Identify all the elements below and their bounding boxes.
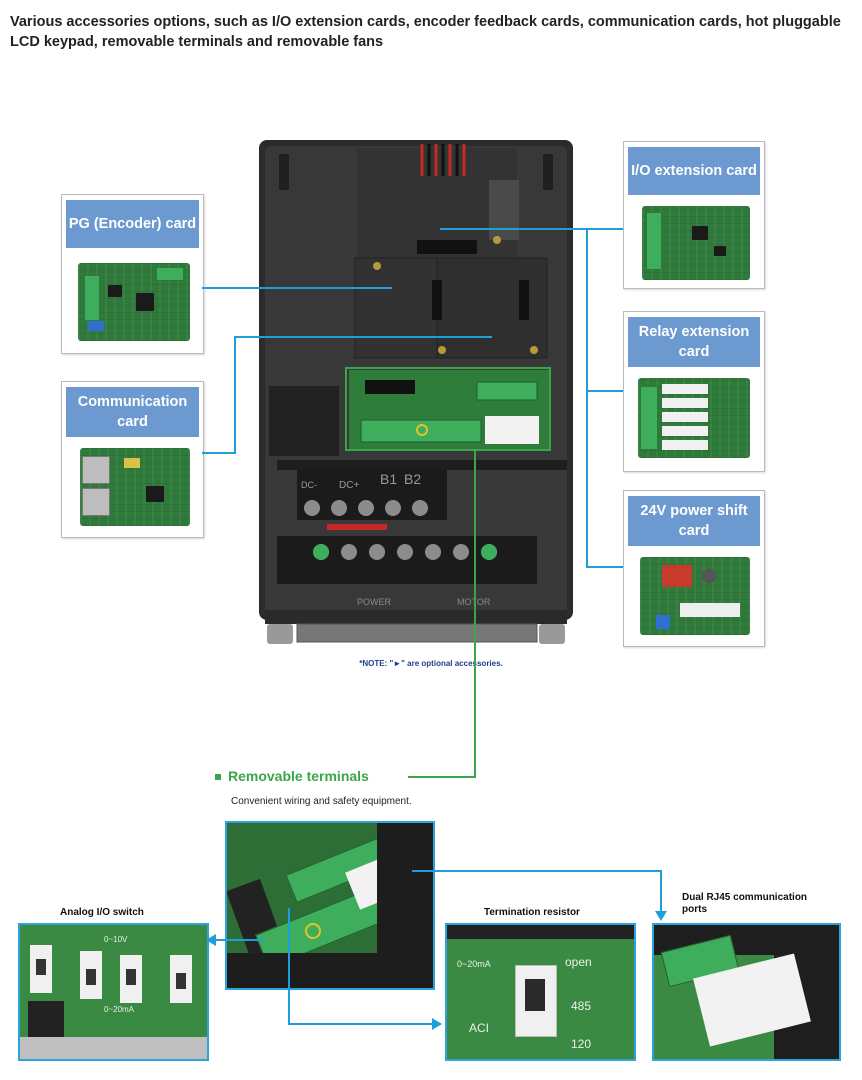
power-shift-board-image — [640, 557, 750, 635]
switch-label-120: 120 — [571, 1037, 592, 1051]
dual-rj45-photo — [652, 923, 841, 1061]
leader-line-resistor-v — [288, 908, 290, 1025]
analog-io-switch-label: Analog I/O switch — [60, 907, 144, 918]
switch-label-20ma: 0~20mA — [104, 1005, 135, 1014]
leader-line-rj45-v — [660, 870, 662, 914]
relay-extension-board-image — [638, 378, 750, 458]
removable-terminals-description: Convenient wiring and safety equipment. — [231, 796, 412, 807]
label-power: POWER — [357, 597, 392, 607]
io-extension-card: I/O extension card — [623, 141, 765, 289]
leader-line-power — [586, 566, 623, 568]
arrow-down-icon — [655, 911, 667, 921]
label-b2: B2 — [404, 471, 422, 487]
communication-card-title: Communication card — [66, 387, 199, 437]
removable-terminals-title-text: Removable terminals — [228, 768, 369, 784]
leader-line-io — [440, 228, 623, 230]
power-shift-card: 24V power shift card — [623, 490, 765, 647]
termination-resistor-label: Termination resistor — [484, 907, 580, 918]
switch-label-ma-term: 0~20mA — [457, 959, 491, 969]
leader-line-analog-h — [216, 939, 264, 941]
io-extension-board-image — [642, 206, 750, 280]
drive-body-illustration — [259, 140, 573, 644]
switch-label-10v: 0~10V — [104, 935, 128, 944]
communication-card: Communication card — [61, 381, 204, 538]
leader-line-resistor-h — [288, 1023, 434, 1025]
leader-line-comm-v — [234, 336, 236, 454]
pg-encoder-board-image — [78, 263, 190, 341]
leader-line-comm-h1 — [202, 452, 236, 454]
pg-encoder-card-title: PG (Encoder) card — [66, 200, 199, 248]
removable-terminals-photo — [225, 821, 435, 990]
dual-rj45-label: Dual RJ45 communication ports — [682, 892, 808, 915]
label-motor: MOTOR — [457, 597, 490, 607]
removable-terminals-title: Removable terminals — [215, 768, 369, 784]
page-heading: Various accessories options, such as I/O… — [10, 14, 841, 50]
drive-unit: DC- DC+ B1 B2 POWER MOTOR — [257, 140, 575, 648]
analog-io-switch-photo: 0~10V 0~20mA — [18, 923, 209, 1061]
removable-terminals-highlight — [345, 367, 551, 451]
switch-label-485: 485 — [571, 999, 592, 1013]
label-dc-plus: DC+ — [339, 480, 360, 491]
power-shift-card-title: 24V power shift card — [628, 496, 760, 546]
switch-label-open: open — [565, 955, 592, 969]
io-extension-card-title: I/O extension card — [628, 147, 760, 195]
leader-line-right-v — [586, 228, 588, 568]
leader-line-rj45-h — [412, 870, 662, 872]
arrow-left-icon — [206, 934, 216, 946]
relay-extension-card-title: Relay extension card — [628, 317, 760, 367]
communication-board-image — [80, 448, 190, 526]
label-dc-minus: DC- — [301, 480, 317, 490]
leader-line-pg — [202, 287, 392, 289]
terminals-connector-h — [408, 776, 476, 778]
leader-line-relay — [586, 390, 623, 392]
terminals-connector-v — [474, 451, 476, 778]
relay-extension-card: Relay extension card — [623, 311, 765, 472]
switch-label-aci: ACI — [469, 1021, 490, 1035]
pg-encoder-card: PG (Encoder) card — [61, 194, 204, 354]
leader-line-comm-h2 — [234, 336, 492, 338]
optional-accessories-note: *NOTE: "►" are optional accessories. — [359, 659, 503, 668]
label-b1: B1 — [380, 471, 398, 487]
bullet-square-icon — [215, 774, 221, 781]
arrow-right-icon — [432, 1018, 442, 1030]
termination-resistor-photo: open 485 120 ACI 0~20mA — [445, 923, 636, 1061]
